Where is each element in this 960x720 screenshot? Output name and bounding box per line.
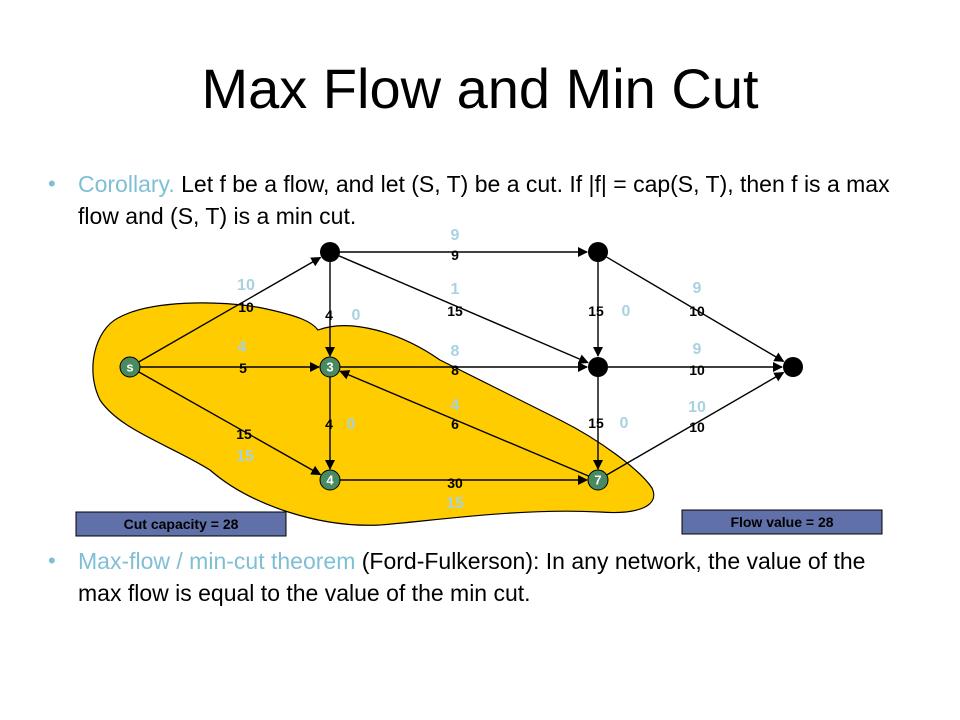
capacity-label-3-6: 8 — [451, 362, 459, 378]
flow-label-2-5: 9 — [451, 227, 460, 244]
node-circle — [588, 242, 608, 262]
node-circle — [587, 469, 609, 491]
bullet-dot: • — [48, 171, 56, 196]
capacity-label-3-4: 4 — [325, 416, 333, 432]
node-label: 3 — [326, 360, 333, 375]
edge-7-3 — [339, 370, 590, 477]
edge-2-6 — [338, 255, 589, 364]
node-4: 4 — [319, 469, 341, 491]
node-circle — [319, 469, 341, 491]
node-t — [783, 357, 803, 377]
capacity-label-s-3: 5 — [239, 360, 247, 376]
capacity-label-5-t: 10 — [689, 303, 705, 319]
capacity-label-7-t: 10 — [689, 419, 705, 435]
capacity-label-2-6: 15 — [447, 303, 463, 319]
node-6 — [588, 357, 608, 377]
flow-value-box: Flow value = 28 — [681, 509, 883, 535]
corollary-lead: Corollary. — [78, 171, 175, 197]
capacity-label-2-3: 4 — [325, 307, 333, 323]
flow-label-3-6: 8 — [451, 343, 460, 360]
theorem-bullet: • Max-flow / min-cut theorem (Ford-Fulke… — [48, 545, 908, 609]
corollary-rest: Let f be a flow, and let (S, T) be a cut… — [78, 171, 890, 229]
flow-label-4-7: 15 — [446, 495, 464, 512]
edges-group — [138, 247, 785, 485]
flow-label-6-t: 9 — [693, 341, 702, 358]
node-circle — [588, 357, 608, 377]
capacity-label-6-t: 10 — [689, 362, 705, 378]
node-label: 7 — [594, 473, 601, 488]
cut-capacity-label: Cut capacity = 28 — [124, 516, 239, 532]
cut-region — [92, 302, 655, 526]
bullet-dot: • — [48, 548, 56, 573]
flow-label-5-t: 9 — [693, 280, 702, 297]
edge-s-2 — [138, 256, 322, 363]
capacity-label-s-2: 10 — [238, 299, 254, 315]
cut-capacity-box: Cut capacity = 28 — [75, 511, 287, 537]
node-7: 7 — [587, 469, 609, 491]
theorem-text: Max-flow / min-cut theorem (Ford-Fulkers… — [78, 545, 908, 609]
flow-label-7-3: 4 — [451, 397, 460, 414]
flow-label-6-7: 0 — [620, 415, 629, 432]
corollary-text: Corollary. Let f be a flow, and let (S, … — [78, 168, 908, 232]
flow-label-2-3: 0 — [352, 307, 361, 324]
node-circle — [320, 242, 340, 262]
theorem-lead: Max-flow / min-cut theorem — [78, 548, 356, 574]
capacity-label-s-4: 15 — [236, 426, 252, 442]
flow-label-s-2: 10 — [237, 277, 255, 294]
node-label: 4 — [326, 473, 334, 488]
node-circle — [119, 356, 141, 378]
capacity-label-7-3: 6 — [451, 416, 459, 432]
nodes-group: s 3 4 7 — [119, 242, 803, 491]
capacity-label-5-6: 15 — [588, 303, 604, 319]
node-3: 3 — [319, 356, 341, 378]
flow-value-label: Flow value = 28 — [730, 514, 833, 530]
node-label: s — [126, 360, 133, 375]
flow-label-2-6: 1 — [451, 281, 460, 298]
flow-label-3-4: 0 — [347, 416, 356, 433]
flow-label-7-t: 10 — [688, 399, 706, 416]
node-circle — [783, 357, 803, 377]
capacity-label-2-5: 9 — [451, 247, 459, 263]
theorem-rest: (Ford-Fulkerson): In any network, the va… — [78, 548, 866, 606]
node-2 — [320, 242, 340, 262]
edge-s-4 — [138, 371, 322, 476]
flow-label-s-3: 4 — [238, 339, 247, 356]
capacity-label-4-7: 30 — [447, 475, 463, 491]
flow-label-s-4: 15 — [236, 448, 254, 465]
node-5 — [588, 242, 608, 262]
capacity-label-6-7: 15 — [588, 415, 604, 431]
corollary-bullet: • Corollary. Let f be a flow, and let (S… — [48, 168, 908, 232]
edge-5-t — [606, 256, 785, 363]
slide-title: Max Flow and Min Cut — [201, 57, 759, 120]
edge-7-t — [606, 371, 785, 476]
node-s: s — [119, 356, 141, 378]
node-circle — [319, 356, 341, 378]
flow-label-5-6: 0 — [622, 303, 631, 320]
